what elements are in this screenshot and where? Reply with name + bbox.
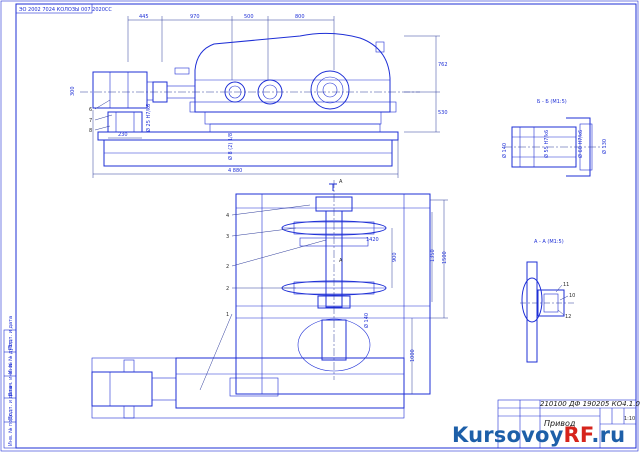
- left-strip-cell-1: Инв. № подл.: [8, 411, 14, 446]
- watermark-part-1: Kursovoy: [452, 423, 564, 447]
- left-strip-cell-5: Подп. и дата: [8, 316, 14, 350]
- motor-support: [107, 111, 143, 133]
- front-dim-530: 530: [438, 110, 448, 116]
- front-dim-500: 500: [244, 14, 254, 20]
- section-a-pos-10: 10: [569, 293, 575, 299]
- section-a-label: А - А (М1:5): [534, 239, 564, 245]
- plan-dim-1000: 1000: [410, 349, 416, 362]
- front-dim-445: 445: [139, 14, 149, 20]
- title-block: 210100 ДФ 190205 КО4.1.000 СБ Привод 1:1…: [497, 399, 640, 449]
- front-dim-300: 300: [70, 86, 76, 96]
- gearbox-lid-boss: [375, 41, 385, 53]
- plan-marker-a-top: А: [339, 179, 343, 185]
- front-dim-762: 762: [438, 62, 448, 68]
- left-strip: Инв. № подл. Подп. и дата Взам. инв. № И…: [3, 316, 17, 449]
- plan-gearbox-window: [229, 377, 279, 397]
- section-a-pos-11: 11: [563, 282, 569, 288]
- plan-dim-1350: 1350: [430, 249, 436, 262]
- watermark-part-3: .ru: [591, 423, 626, 447]
- front-dim-fit: Ø 25 H7/k6: [145, 104, 152, 132]
- left-strip-cell-4: Инв. № дубл.: [8, 339, 14, 374]
- section-b-dim-60: Ø 60 H7/k6: [577, 130, 584, 158]
- plan-motor: [91, 371, 153, 407]
- plan-dim-900: 900: [392, 252, 398, 262]
- top-left-stamp-text: ЭО 2002 7024 КОЛОЗЫ 007 2020СС: [19, 7, 112, 13]
- section-b-dim-140: Ø 140: [501, 143, 508, 158]
- plan-pos-2b: 2: [226, 286, 229, 292]
- plan-pos-2a: 2: [226, 264, 229, 270]
- top-left-stamp: [15, 3, 93, 14]
- front-dim-4880: 4 880: [228, 168, 242, 174]
- section-b-view: Б - Б (М1:5) Ø 140 Ø 55 H7/k6 Ø 60 H7/k6…: [501, 99, 608, 177]
- section-b-dim-130: Ø 130: [601, 139, 608, 154]
- plan-marker-a-mid: А: [339, 258, 343, 264]
- bearing-cap-output: [310, 70, 350, 110]
- section-a-view: А - А (М1:5) 11 10 12: [520, 239, 575, 363]
- front-dim-bolt: Ø 8 (2) 1/8: [227, 133, 234, 160]
- front-dim-970: 970: [190, 14, 200, 20]
- section-a-disc: [521, 277, 543, 323]
- watermark-logo: KursovoyRF.ru: [452, 423, 625, 447]
- front-pos-7: 7: [89, 118, 92, 124]
- plan-view: А А 1500 1350 900 1420 Ø 140 1000 4 3 2: [91, 179, 448, 419]
- title-sheet-label: 1:10: [624, 416, 635, 422]
- front-dim-800: 800: [295, 14, 305, 20]
- base-frame: [97, 131, 399, 141]
- section-a-pos-12: 12: [565, 314, 571, 320]
- plan-pos-3: 3: [226, 234, 229, 240]
- inner-frame: [15, 3, 637, 449]
- plan-pos-4: 4: [226, 213, 229, 219]
- plan-dim-1500: 1500: [442, 251, 448, 264]
- watermark-part-2: RF: [563, 423, 592, 447]
- front-pos-6: 6: [89, 107, 92, 113]
- motor-body: [92, 71, 148, 109]
- front-view: 445 970 500 800: [70, 14, 448, 178]
- plan-pos-1: 1: [226, 312, 229, 318]
- front-pos-8: 8: [89, 128, 92, 134]
- section-b-dim-55: Ø 55 H7/k6: [543, 130, 550, 158]
- front-dim-230: 230: [118, 132, 128, 138]
- plan-frame: [235, 193, 431, 395]
- left-strip-cell-2: Подп. и дата: [8, 386, 14, 420]
- plan-rails: [91, 357, 405, 419]
- title-code: 210100 ДФ 190205 КО4.1.000 СБ: [540, 400, 640, 408]
- plan-dim-1420: 1420: [366, 237, 379, 243]
- title-name: Привод: [544, 419, 576, 428]
- section-a-rod: [526, 261, 538, 363]
- left-strip-cell-3: Взам. инв. №: [8, 361, 14, 396]
- gearbox-housing: [194, 32, 391, 113]
- section-b-label: Б - Б (М1:5): [537, 99, 567, 105]
- plan-dim-140: Ø 140: [363, 313, 370, 328]
